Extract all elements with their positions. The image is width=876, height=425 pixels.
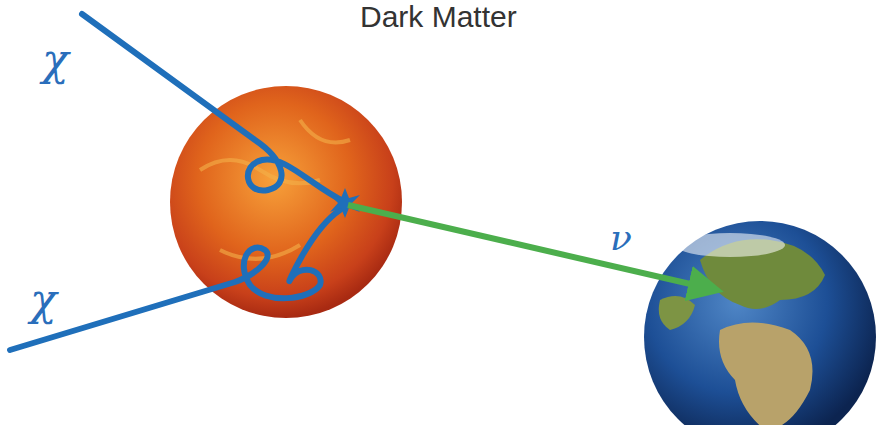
earth-cloud [675, 233, 785, 257]
neutrino-arrow [348, 205, 712, 289]
sun [170, 86, 402, 318]
particle-symbol: χ [30, 278, 57, 322]
particle-symbol: ν [610, 220, 632, 256]
dark-matter-track [10, 210, 340, 350]
annihilation-burst [330, 188, 360, 218]
earth-land [719, 323, 813, 425]
dark-matter-track [82, 14, 345, 202]
diagram-title: Dark Matter [360, 2, 517, 32]
earth [644, 221, 876, 425]
particle-symbol: χ [42, 38, 69, 82]
earth-land [659, 296, 695, 330]
